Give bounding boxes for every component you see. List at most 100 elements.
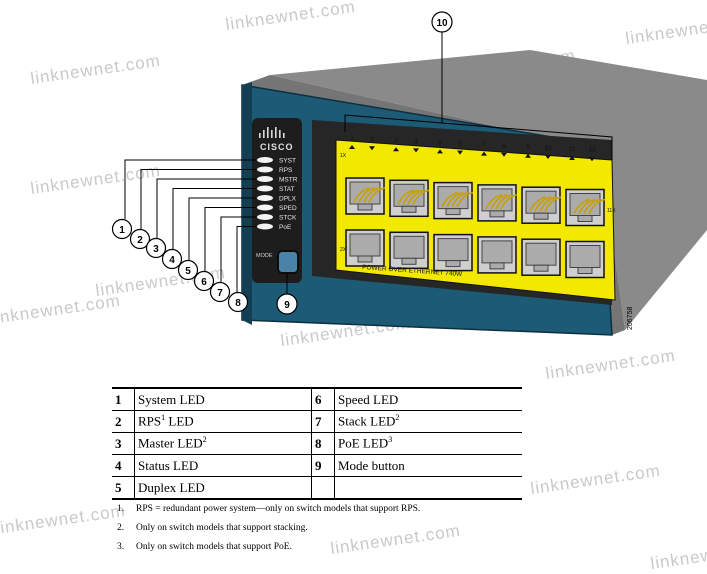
cisco-logo [259, 127, 285, 138]
ethernet-port[interactable] [345, 229, 385, 267]
port-number: 12 [588, 147, 596, 154]
port-led-arrow [569, 156, 575, 160]
legend-label: Status LED [134, 454, 312, 477]
svg-text:1: 1 [119, 225, 125, 236]
ethernet-port[interactable] [477, 236, 517, 274]
port-number: 6 [458, 141, 462, 148]
port-number: 11 [569, 146, 576, 153]
ethernet-port[interactable] [477, 184, 518, 222]
legend-num: 6 [311, 387, 335, 411]
ports-group [345, 177, 606, 279]
callout-1: 1 [111, 218, 133, 240]
legend-num: 1 [112, 387, 135, 411]
port-led-arrow [437, 149, 443, 154]
led-dplx [257, 195, 273, 201]
led-stck [257, 214, 273, 220]
legend-label: RPS1 LED [134, 410, 312, 433]
legend-label: System LED [134, 387, 312, 411]
callout-5: 5 [177, 259, 199, 281]
svg-text:8: 8 [235, 298, 241, 309]
callout-4: 4 [161, 248, 183, 270]
ethernet-port[interactable] [345, 177, 386, 215]
legend-label: Master LED2 [134, 432, 312, 455]
port-number: 8 [502, 143, 506, 150]
legend-num: 5 [112, 476, 135, 500]
led-label: STCK [279, 215, 297, 222]
callout-leader [236, 226, 256, 292]
port-number: 1 [350, 135, 354, 142]
port-led-arrow [393, 147, 399, 152]
led-poe [257, 223, 273, 230]
row-mark: 2X [340, 247, 347, 253]
led-rps [257, 166, 273, 173]
legend-num: 2 [112, 410, 135, 433]
legend-label [334, 476, 522, 500]
svg-text:3: 3 [153, 244, 159, 255]
port-number: 5 [438, 139, 442, 146]
callout-6: 6 [193, 270, 215, 292]
port-led-arrow [413, 148, 419, 153]
mode-button[interactable] [277, 250, 299, 274]
legend-label: Mode button [334, 454, 522, 477]
callout-2: 2 [129, 228, 151, 250]
ethernet-port[interactable] [521, 186, 562, 224]
figure-id: 206758 [627, 307, 634, 330]
ethernet-port[interactable] [433, 181, 474, 220]
svg-text:9: 9 [284, 300, 290, 311]
row-mark: 1X [340, 153, 347, 159]
footnotes: 1.RPS = redundant power system—only on s… [117, 500, 420, 557]
port-number: 4 [414, 138, 418, 145]
port-led-arrow [501, 152, 507, 157]
led-sped [257, 204, 273, 211]
legend-num: 4 [112, 454, 135, 477]
callout-10-bracket [344, 114, 613, 160]
ethernet-port[interactable] [565, 188, 606, 227]
callout-leader [204, 207, 256, 271]
legend-num: 9 [311, 454, 335, 477]
port-led-arrow [369, 146, 375, 151]
callout-3: 3 [145, 237, 167, 259]
footnote: 1.RPS = redundant power system—only on s… [117, 504, 421, 514]
svg-text:7: 7 [217, 288, 223, 299]
callout-leader [156, 178, 256, 238]
callout-8: 8 [227, 291, 249, 313]
ethernet-port[interactable] [389, 231, 429, 270]
callout-leader [188, 197, 256, 260]
watermark: linknewnet.com [649, 535, 707, 574]
port-number: 10 [544, 145, 552, 152]
port-led-arrow [457, 150, 463, 155]
port-led-arrow [349, 145, 355, 149]
legend-num: 3 [112, 432, 135, 455]
led-label: PoE [279, 224, 292, 231]
port-led-arrow [525, 153, 531, 158]
chassis-top [270, 50, 707, 330]
legend-num: 8 [311, 432, 335, 455]
legend-num [311, 476, 335, 500]
led-label: SYST [279, 158, 296, 165]
callout-9: 9 [276, 293, 298, 315]
callout-leader [140, 169, 256, 229]
ethernet-port[interactable] [433, 233, 473, 272]
ethernet-port[interactable] [521, 238, 561, 276]
ethernet-port[interactable] [565, 240, 605, 279]
brand-label: CISCO [260, 142, 294, 152]
chassis-edge [242, 82, 252, 325]
port-number: 9 [526, 144, 530, 151]
row-mark: 11X [607, 208, 616, 214]
legend-label: Speed LED [334, 387, 522, 411]
svg-text:5: 5 [185, 266, 191, 277]
legend-num: 7 [311, 410, 335, 433]
watermark: linknewnet.com [0, 500, 127, 539]
mode-label: MODE [256, 253, 273, 259]
callout-10: 10 [431, 11, 453, 33]
led-label: RPS [279, 167, 293, 174]
svg-text:10: 10 [436, 18, 448, 29]
ethernet-port[interactable] [389, 179, 430, 218]
